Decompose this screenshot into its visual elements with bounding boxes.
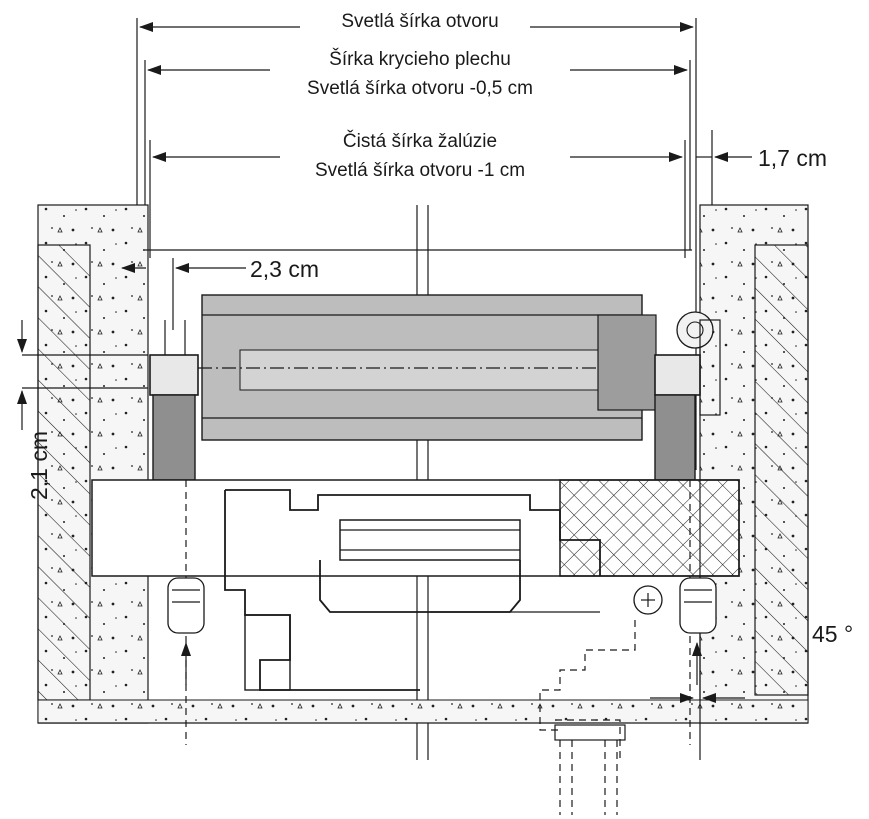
blind-net-formula: Svetlá šírka otvoru -1 cm — [315, 160, 525, 181]
dimension-cover-sheet: Šírka krycieho plechu Svetlá šírka otvor… — [144, 48, 691, 250]
left-offset-label: 2,3 cm — [250, 256, 319, 282]
dimension-angle: 45 ° — [650, 621, 853, 703]
right-offset-label: 1,7 cm — [758, 145, 827, 171]
cover-sheet-formula: Svetlá šírka otvoru -0,5 cm — [307, 78, 533, 99]
right-guide-bracket — [654, 319, 721, 481]
dimension-right-offset: 1,7 cm — [696, 130, 827, 250]
dimension-blind-net-width: Čistá šírka žalúzie Svetlá šírka otvoru … — [149, 130, 686, 258]
sash-dashed — [539, 620, 636, 815]
left-guide-bracket — [149, 320, 199, 481]
handle — [244, 614, 291, 691]
roller-box — [150, 294, 714, 441]
angle-label: 45 ° — [812, 621, 853, 647]
bracket-circle — [676, 311, 714, 349]
vertical-dim-label: 2,1 cm — [26, 431, 52, 500]
window-frame — [91, 479, 740, 691]
dimension-left-offset: 2,3 cm — [121, 256, 319, 330]
masonry-walls — [37, 204, 809, 724]
dimension-vertical: 2,1 cm — [17, 320, 148, 500]
right-bottom-roller — [679, 577, 717, 685]
opening-width-label: Svetlá šírka otvoru — [341, 11, 498, 32]
left-bottom-roller — [167, 577, 205, 685]
blind-net-label: Čistá šírka žalúzie — [343, 130, 497, 152]
cover-sheet-label: Šírka krycieho plechu — [329, 48, 511, 70]
